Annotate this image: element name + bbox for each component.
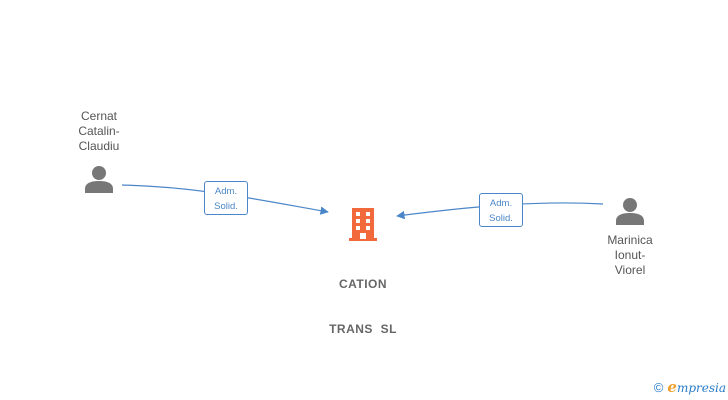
person-node-cernat[interactable]: Cernat Catalin- Claudiu xyxy=(63,109,135,199)
building-icon xyxy=(349,208,377,241)
person-name-line: Marinica xyxy=(607,233,653,247)
role-line: Solid. xyxy=(214,201,238,212)
copyright-icon: © xyxy=(653,380,664,395)
role-badge[interactable]: Adm. Solid. xyxy=(479,193,523,227)
person-name: Cernat Catalin- Claudiu xyxy=(63,109,135,154)
person-icon xyxy=(616,198,644,225)
role-line: Adm. xyxy=(214,186,238,197)
person-name-line: Catalin- xyxy=(78,124,120,138)
company-name: CATION TRANS SL xyxy=(318,247,408,367)
company-node[interactable]: CATION TRANS SL xyxy=(318,206,408,367)
brand-logo-initial: e xyxy=(667,378,677,396)
person-name: Marinica Ionut- Viorel xyxy=(594,233,666,278)
company-name-line: TRANS SL xyxy=(329,322,397,336)
role-line: Adm. xyxy=(489,198,513,209)
person-name-line: Claudiu xyxy=(78,139,120,153)
person-name-line: Cernat xyxy=(80,109,118,123)
person-icon xyxy=(85,166,113,193)
person-name-line: Viorel xyxy=(614,263,646,277)
person-name-line: Ionut- xyxy=(614,248,646,262)
role-line: Solid. xyxy=(489,213,513,224)
role-badge[interactable]: Adm. Solid. xyxy=(204,181,248,215)
company-name-line: CATION xyxy=(338,277,388,291)
brand-logo-text: mpresia xyxy=(676,381,726,395)
person-node-marinica[interactable]: Marinica Ionut- Viorel xyxy=(594,196,666,278)
brand-footer[interactable]: ©empresia xyxy=(654,378,726,396)
